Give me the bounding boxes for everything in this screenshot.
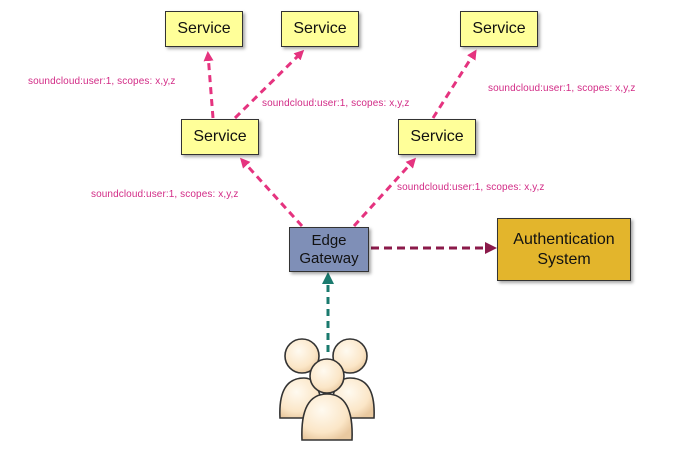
edge-label-top-right: soundcloud:user:1, scopes: x,y,z (488, 83, 636, 94)
authentication-system-label-line1: Authentication (513, 230, 615, 248)
authentication-system: Authentication System (497, 218, 631, 281)
service-top-1-label: Service (177, 20, 231, 37)
edge-label-top-left: soundcloud:user:1, scopes: x,y,z (28, 76, 176, 87)
service-mid-right-label: Service (410, 128, 464, 145)
arrow-mid-left-to-top-2 (233, 49, 305, 120)
arrow-gateway-to-mid-right (352, 157, 417, 228)
arrow-mid-right-to-top-3 (431, 49, 477, 119)
service-top-2: Service (281, 11, 359, 47)
service-top-3: Service (460, 11, 538, 47)
service-top-1: Service (165, 11, 243, 47)
service-top-2-label: Service (293, 20, 347, 37)
service-mid-left: Service (181, 119, 259, 155)
arrow-mid-left-to-top-1 (203, 51, 215, 119)
edge-label-mid-left: soundcloud:user:1, scopes: x,y,z (91, 189, 239, 200)
service-mid-left-label: Service (193, 128, 247, 145)
users-group-icon (272, 322, 382, 444)
service-top-3-label: Service (472, 20, 526, 37)
authentication-system-label-line2: System (537, 250, 591, 268)
edge-label-top-middle: soundcloud:user:1, scopes: x,y,z (262, 98, 410, 109)
edge-gateway-label-line1: Edge (311, 231, 347, 249)
arrow-gateway-to-mid-left (239, 157, 304, 228)
edge-gateway-label-line2: Gateway (299, 249, 359, 267)
edge-gateway: Edge Gateway (289, 227, 369, 272)
edge-label-mid-right: soundcloud:user:1, scopes: x,y,z (397, 182, 545, 193)
service-mid-right: Service (398, 119, 476, 155)
